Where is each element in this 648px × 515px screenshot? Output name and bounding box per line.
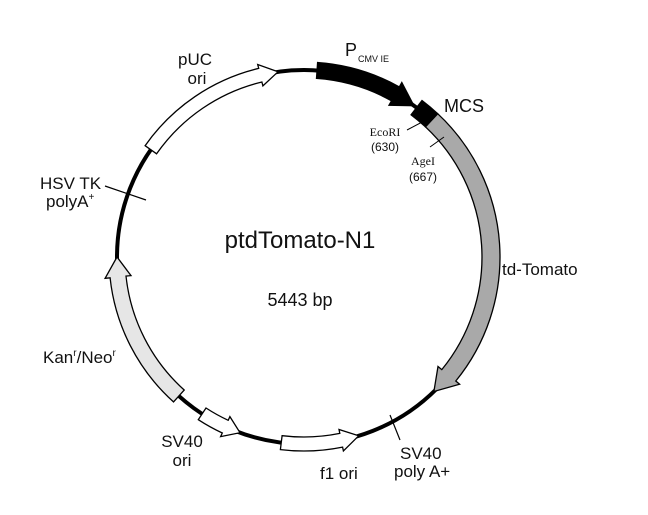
sv40-polya-label-line2: poly A+	[394, 462, 450, 481]
sv40-ori-arrow	[197, 407, 242, 438]
puc-ori-label-line1: pUC	[178, 50, 212, 69]
kan-neo-label: Kanr/Neor	[43, 348, 117, 367]
hsv-tk-label-line2: polyA+	[46, 192, 95, 211]
sv40-ori-label-line2: ori	[173, 451, 192, 470]
agei-tick	[429, 136, 445, 148]
hsv-tk-polya-tick	[104, 185, 147, 201]
hsv-tk-label-line1: HSV TK	[40, 174, 102, 193]
kan-neo-arrow	[103, 255, 186, 403]
ecori-tick	[406, 119, 427, 131]
tdtomato-arrow	[424, 112, 501, 393]
mcs-block	[410, 99, 439, 128]
ecori-position: (630)	[371, 140, 399, 154]
sv40-polya-tick	[389, 414, 401, 441]
pcmv-label: PCMV IE	[345, 40, 389, 64]
f1-ori-label: f1 ori	[320, 464, 358, 483]
sv40-ori-label-line1: SV40	[161, 432, 203, 451]
sv40-polya-label-line1: SV40	[400, 444, 442, 463]
plasmid-size: 5443 bp	[267, 290, 332, 310]
puc-ori-arrow	[144, 63, 280, 155]
agei-name: AgeI	[411, 154, 435, 168]
tdtomato-label: td-Tomato	[502, 260, 578, 279]
mcs-label: MCS	[444, 96, 484, 116]
plasmid-name: ptdTomato-N1	[225, 227, 376, 254]
pcmv-promoter-arrow	[315, 61, 415, 107]
f1-ori-arrow	[279, 428, 360, 453]
puc-ori-label-line2: ori	[188, 69, 207, 88]
agei-position: (667)	[409, 170, 437, 184]
ecori-name: EcoRI	[370, 125, 401, 139]
